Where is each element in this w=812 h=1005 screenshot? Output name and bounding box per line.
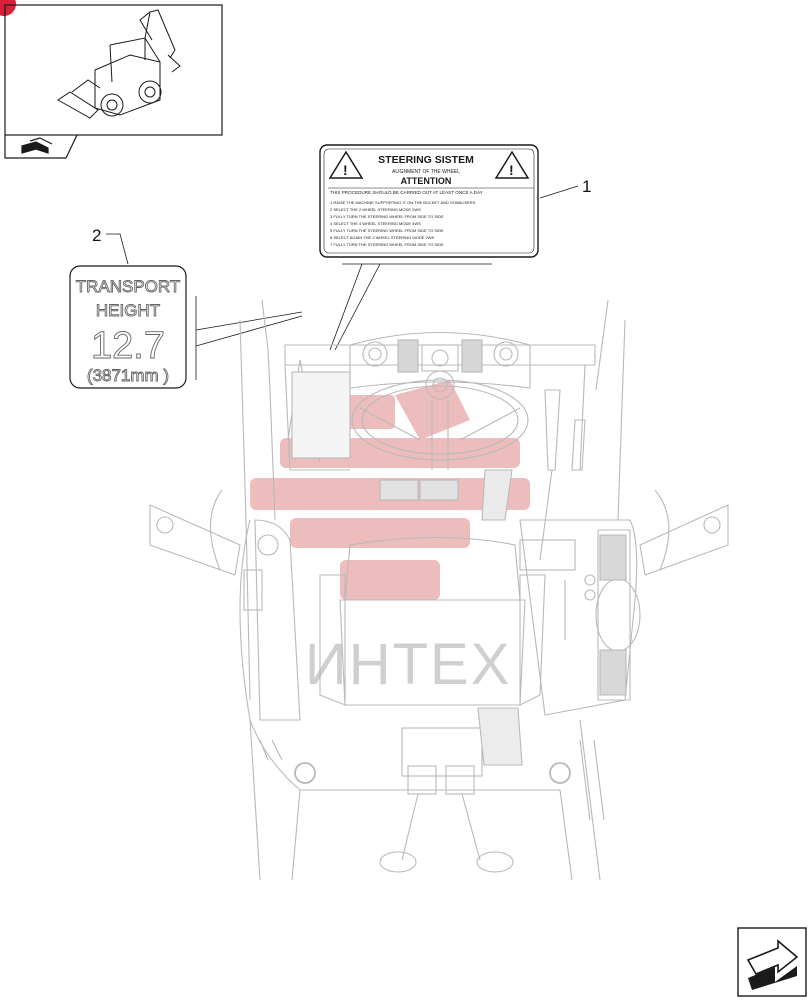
steering-step: 4 SELECT THE 4 WHEEL STEERING MODE 4WS: [330, 221, 421, 226]
corner-badge: [0, 0, 16, 16]
steering-label-title: STEERING SISTEM: [378, 154, 474, 166]
steering-step: 2 SELECT THE 2 WHEEL STEERING MODE 2WS: [330, 207, 421, 212]
next-page-arrow-icon[interactable]: [737, 927, 807, 997]
watermark-text: ИНТЕХ: [305, 632, 511, 697]
steering-step: 3 FULLY TURN THE STEERING WHEEL FROM SID…: [330, 214, 444, 219]
steering-step: 6 SELECT AGAIN THE 2 WHEEL STEERING MODE…: [330, 235, 435, 240]
steering-step: 7 FULLY TURN THE STEERING WHEEL FROM SID…: [330, 242, 444, 247]
svg-text:!: !: [343, 162, 348, 178]
cab-interior-drawing: [149, 299, 729, 881]
callout-number-1: 1: [582, 177, 591, 196]
steering-label-heading: ATTENTION: [401, 176, 452, 186]
label-2-pointer: [195, 296, 303, 380]
steering-label-steps: 1 RAISE THE MACHINE SUPPORTING IT ON THE…: [330, 200, 476, 247]
warning-triangle-icon: !: [494, 150, 530, 179]
steering-label-subtitle: ALIGNMENT OF THE WHEEL: [392, 169, 460, 175]
warning-triangle-icon: !: [328, 150, 364, 179]
transport-height-line1: TRANSPORT: [76, 277, 181, 296]
transport-height-metric: (3871mm ): [87, 366, 169, 385]
label-1-pointer: [329, 263, 492, 351]
book-arrow-icon[interactable]: [21, 137, 53, 154]
transport-height-decal: TRANSPORT HEIGHT 12.7 (3871mm ): [69, 265, 187, 389]
backhoe-loader-thumbnail: [57, 9, 181, 119]
transport-height-line2: HEIGHT: [96, 301, 160, 320]
callout-number-2: 2: [92, 226, 101, 245]
steering-step: 5 FULLY TURN THE STEERING WHEEL FROM SID…: [330, 228, 444, 233]
callout-leader-2: [106, 233, 129, 265]
callout-leader-1: [539, 185, 579, 199]
transport-height-value: 12.7: [91, 325, 165, 367]
steering-label-decal: ! ! STEERING SISTEM ALIGNMENT OF THE WHE…: [319, 144, 539, 258]
svg-text:!: !: [509, 162, 514, 178]
steering-step: 1 RAISE THE MACHINE SUPPORTING IT ON THE…: [330, 200, 476, 205]
steering-label-intro: THIS PROCEDURE SHOULD BE CARRIED OUT AT …: [330, 190, 483, 195]
thumbnail-frame: [4, 4, 223, 159]
